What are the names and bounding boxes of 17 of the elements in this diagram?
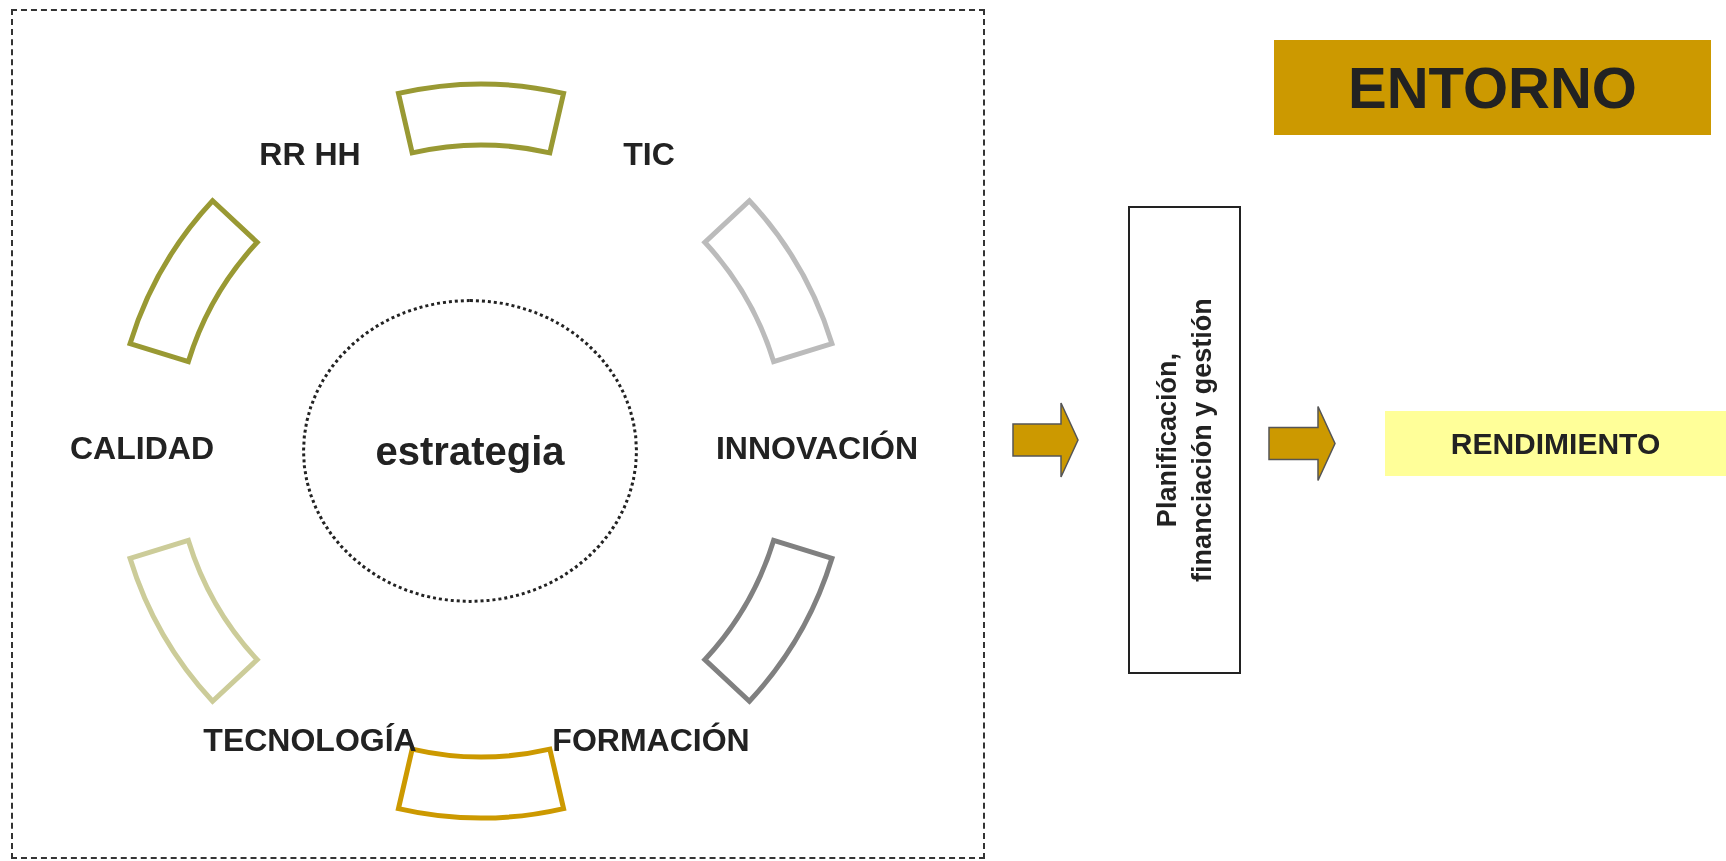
process-box <box>1128 206 1241 674</box>
title-box <box>1274 40 1711 135</box>
block-arrow <box>1012 402 1079 478</box>
strategy-ellipse <box>302 299 638 603</box>
vertical-text: Planificación, financiación y gestión <box>1150 297 1218 584</box>
area-label: RR HH <box>259 135 361 173</box>
box-text: ENTORNO <box>1348 54 1637 121</box>
dashed-frame <box>11 9 985 859</box>
box-text: RENDIMIENTO <box>1450 426 1661 461</box>
block-arrow <box>1268 405 1336 482</box>
result-box <box>1385 411 1726 476</box>
area-label: TECNOLOGÍA <box>203 721 417 759</box>
area-label: TIC <box>623 135 675 173</box>
area-label: FORMACIÓN <box>552 721 750 759</box>
area-label: CALIDAD <box>70 429 214 467</box>
ellipse-text: estrategia <box>375 428 565 474</box>
area-label: INNOVACIÓN <box>715 429 919 467</box>
